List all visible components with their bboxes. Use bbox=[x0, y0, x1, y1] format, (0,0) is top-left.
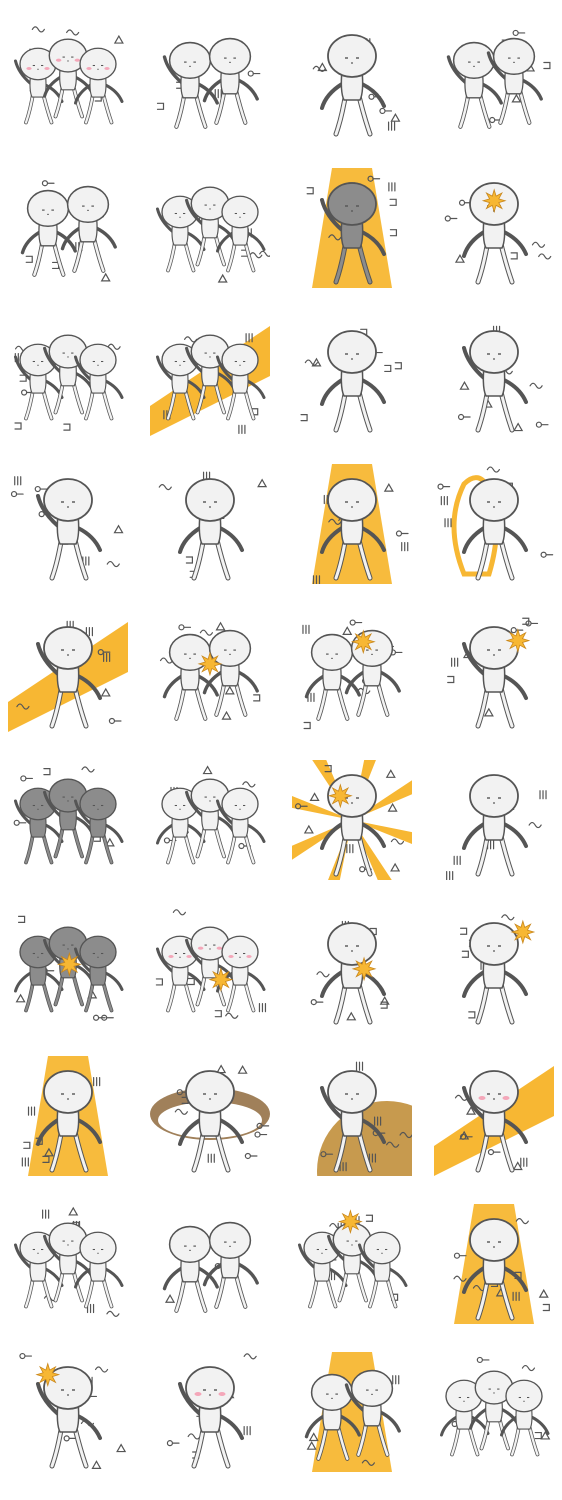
sticker-illustration bbox=[19, 1352, 127, 1469]
sticker-tile[interactable] bbox=[434, 760, 554, 880]
sticker-tile[interactable] bbox=[434, 464, 554, 584]
sticker-illustration bbox=[317, 1061, 412, 1176]
sticker-illustration bbox=[304, 1352, 401, 1472]
sticker-illustration bbox=[10, 476, 124, 581]
sticker-tile[interactable] bbox=[292, 612, 412, 732]
sticker-tile[interactable] bbox=[434, 168, 554, 288]
sticker-tile[interactable] bbox=[434, 1204, 554, 1324]
sticker-illustration bbox=[444, 182, 552, 285]
sticker-illustration bbox=[300, 328, 402, 433]
sticker-tile[interactable] bbox=[150, 464, 270, 584]
sticker-tile[interactable] bbox=[150, 1352, 270, 1472]
sticker-tile[interactable] bbox=[8, 464, 128, 584]
sticker-tile[interactable] bbox=[8, 1204, 128, 1324]
sticker-illustration bbox=[447, 617, 539, 729]
sticker-tile[interactable] bbox=[292, 908, 412, 1028]
sticker-illustration bbox=[159, 621, 261, 721]
sticker-tile[interactable] bbox=[292, 20, 412, 140]
sticker-tile[interactable] bbox=[8, 612, 128, 732]
sticker-illustration bbox=[446, 774, 547, 880]
sticker-tile[interactable] bbox=[8, 908, 128, 1028]
sticker-illustration bbox=[150, 1064, 270, 1173]
sticker-illustration bbox=[459, 914, 536, 1025]
sticker-tile[interactable] bbox=[292, 464, 412, 584]
sticker-tile[interactable] bbox=[434, 316, 554, 436]
sticker-illustration bbox=[434, 1066, 554, 1176]
sticker-illustration bbox=[156, 186, 270, 283]
sticker-illustration bbox=[156, 37, 261, 129]
sticker-tile[interactable] bbox=[150, 612, 270, 732]
sticker-tile[interactable] bbox=[434, 612, 554, 732]
sticker-tile[interactable] bbox=[292, 1056, 412, 1176]
sticker-illustration bbox=[20, 180, 117, 282]
sticker-tile[interactable] bbox=[292, 1204, 412, 1324]
sticker-tile[interactable] bbox=[150, 20, 270, 140]
sticker-illustration bbox=[446, 29, 551, 129]
sticker-illustration bbox=[14, 915, 124, 1021]
sticker-illustration bbox=[156, 765, 266, 865]
sticker-illustration bbox=[457, 325, 549, 433]
sticker-illustration bbox=[453, 1204, 550, 1324]
sticker-illustration bbox=[13, 766, 124, 865]
sticker-illustration bbox=[21, 1056, 108, 1176]
sticker-illustration bbox=[166, 1353, 257, 1469]
sticker-illustration bbox=[14, 26, 124, 125]
sticker-tile[interactable] bbox=[150, 908, 270, 1028]
sticker-illustration bbox=[310, 920, 390, 1025]
sticker-illustration bbox=[292, 760, 412, 880]
sticker-illustration bbox=[306, 168, 398, 288]
sticker-illustration bbox=[437, 466, 554, 581]
sticker-tile[interactable] bbox=[8, 20, 128, 140]
sticker-tile[interactable] bbox=[150, 168, 270, 288]
sticker-tile[interactable] bbox=[150, 1204, 270, 1324]
sticker-illustration bbox=[150, 326, 270, 436]
sticker-tile[interactable] bbox=[8, 168, 128, 288]
sticker-tile[interactable] bbox=[8, 760, 128, 880]
sticker-tile[interactable] bbox=[434, 908, 554, 1028]
sticker-illustration bbox=[8, 620, 128, 732]
sticker-illustration bbox=[14, 334, 124, 431]
sticker-tile[interactable] bbox=[434, 20, 554, 140]
sticker-illustration bbox=[298, 1209, 408, 1309]
sticker-illustration bbox=[312, 34, 401, 137]
sticker-tile[interactable] bbox=[434, 1056, 554, 1176]
sticker-illustration bbox=[14, 1206, 124, 1317]
sticker-illustration bbox=[162, 1221, 259, 1313]
sticker-tile[interactable] bbox=[292, 760, 412, 880]
sticker-illustration bbox=[158, 471, 268, 581]
sticker-tile[interactable] bbox=[8, 1352, 128, 1472]
sticker-illustration bbox=[302, 619, 403, 730]
sticker-illustration bbox=[155, 909, 267, 1019]
sticker-tile[interactable] bbox=[434, 1352, 554, 1472]
sticker-illustration bbox=[312, 464, 409, 584]
sticker-tile[interactable] bbox=[8, 316, 128, 436]
sticker-tile[interactable] bbox=[8, 1056, 128, 1176]
sticker-tile[interactable] bbox=[150, 760, 270, 880]
sticker-tile[interactable] bbox=[292, 168, 412, 288]
sticker-tile[interactable] bbox=[292, 1352, 412, 1472]
sticker-illustration bbox=[440, 1356, 551, 1457]
sticker-tile[interactable] bbox=[292, 316, 412, 436]
sticker-tile[interactable] bbox=[150, 316, 270, 436]
sticker-tile[interactable] bbox=[150, 1056, 270, 1176]
